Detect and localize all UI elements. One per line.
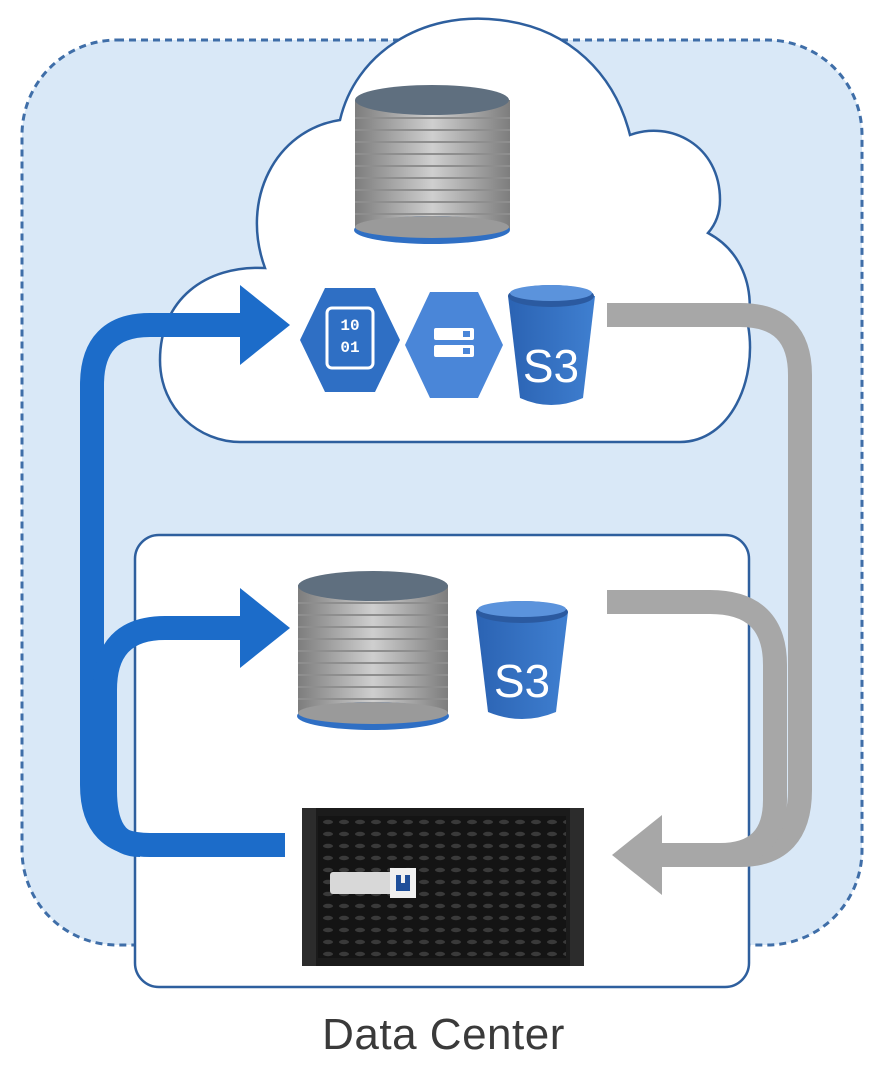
datacenter-box <box>133 533 751 989</box>
datacenter-database-icon <box>297 571 449 730</box>
gray-arrow-from-datacenter <box>607 590 787 867</box>
datacenter-s3-bucket-icon: S3 <box>476 601 568 719</box>
datacenter-s3-label: S3 <box>494 655 550 707</box>
gray-arrowhead <box>612 815 662 895</box>
blue-arrow-to-datacenter <box>93 616 245 857</box>
storage-hexagon-icon <box>405 292 503 398</box>
binary-text-bottom: 01 <box>340 339 359 357</box>
blue-arrowhead-cloud <box>240 285 290 365</box>
binary-text-top: 10 <box>340 317 359 335</box>
cloud-s3-bucket-icon: S3 <box>508 285 595 405</box>
storage-server-icon <box>302 808 584 966</box>
binary-file-icon: 10 01 <box>300 288 400 392</box>
cloud-s3-label: S3 <box>523 340 579 392</box>
cloud-database-icon <box>354 85 510 244</box>
blue-arrowhead-datacenter <box>240 588 290 668</box>
datacenter-caption: Data Center <box>322 1010 565 1059</box>
